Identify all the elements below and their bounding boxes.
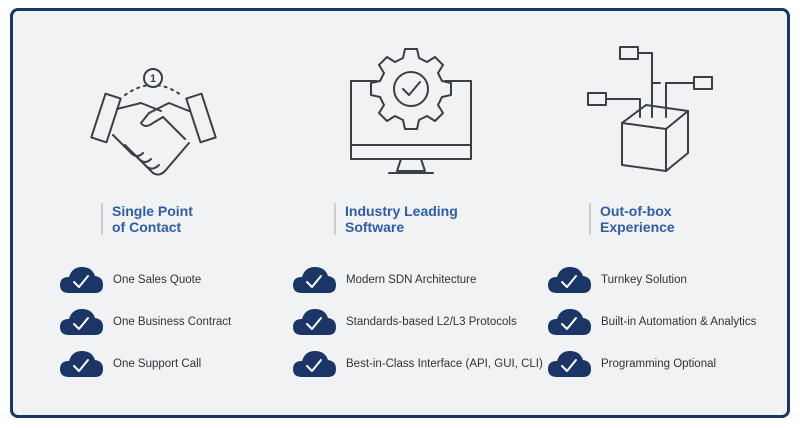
section-title-line2: Software: [345, 219, 405, 235]
monitor-gear-icon: [350, 48, 472, 174]
list-item-label: One Business Contract: [113, 316, 232, 328]
list-item: Programming Optional: [545, 343, 756, 385]
list-item: Standards-based L2/L3 Protocols: [290, 301, 543, 343]
list-item: One Sales Quote: [57, 259, 231, 301]
list-item: Best-in-Class Interface (API, GUI, CLI): [290, 343, 543, 385]
list-item: Built-in Automation & Analytics: [545, 301, 756, 343]
handshake-icon: 1: [90, 68, 217, 176]
list-item-label: Modern SDN Architecture: [346, 274, 477, 286]
cloud-check-icon: [60, 351, 103, 377]
list-item-label: Best-in-Class Interface (API, GUI, CLI): [346, 358, 543, 370]
cloud-check-icon: [293, 267, 336, 293]
section-industry-software: Industry Leading Software Modern SDN Arc…: [273, 11, 543, 415]
list-item-label: Turnkey Solution: [601, 274, 687, 286]
list-item-label: One Sales Quote: [113, 274, 202, 286]
list-item: One Business Contract: [57, 301, 231, 343]
step-badge: 1: [150, 73, 156, 85]
cloud-check-icon: [548, 351, 591, 377]
list-item-label: Built-in Automation & Analytics: [601, 316, 757, 328]
section-out-of-box: Out-of-box Experience Turnkey Solution B…: [528, 11, 778, 415]
list-item: Modern SDN Architecture: [290, 259, 543, 301]
section-title-line1: Single Point: [112, 203, 193, 219]
section-title-line2: of Contact: [112, 219, 182, 235]
list-item: One Support Call: [57, 343, 231, 385]
section-single-point: 1 Single Point of Contact One Sales Quot…: [13, 11, 263, 415]
list-item: Turnkey Solution: [545, 259, 756, 301]
feature-panel: 1 Single Point of Contact One Sales Quot…: [10, 8, 790, 418]
cloud-check-icon: [60, 267, 103, 293]
cloud-check-icon: [548, 267, 591, 293]
cloud-check-icon: [293, 351, 336, 377]
cloud-check-icon: [60, 309, 103, 335]
section-title-line2: Experience: [600, 219, 675, 235]
list-item-label: Programming Optional: [601, 358, 717, 370]
box-network-icon: [587, 46, 713, 172]
list-item-label: Standards-based L2/L3 Protocols: [346, 316, 517, 328]
section-title-line1: Industry Leading: [345, 203, 458, 219]
cloud-check-icon: [293, 309, 336, 335]
list-item-label: One Support Call: [113, 358, 202, 370]
section-title: Single Point of Contact: [101, 203, 193, 235]
section-title-line1: Out-of-box: [600, 203, 672, 219]
section-title: Industry Leading Software: [334, 203, 458, 235]
section-title: Out-of-box Experience: [589, 203, 675, 235]
cloud-check-icon: [548, 309, 591, 335]
